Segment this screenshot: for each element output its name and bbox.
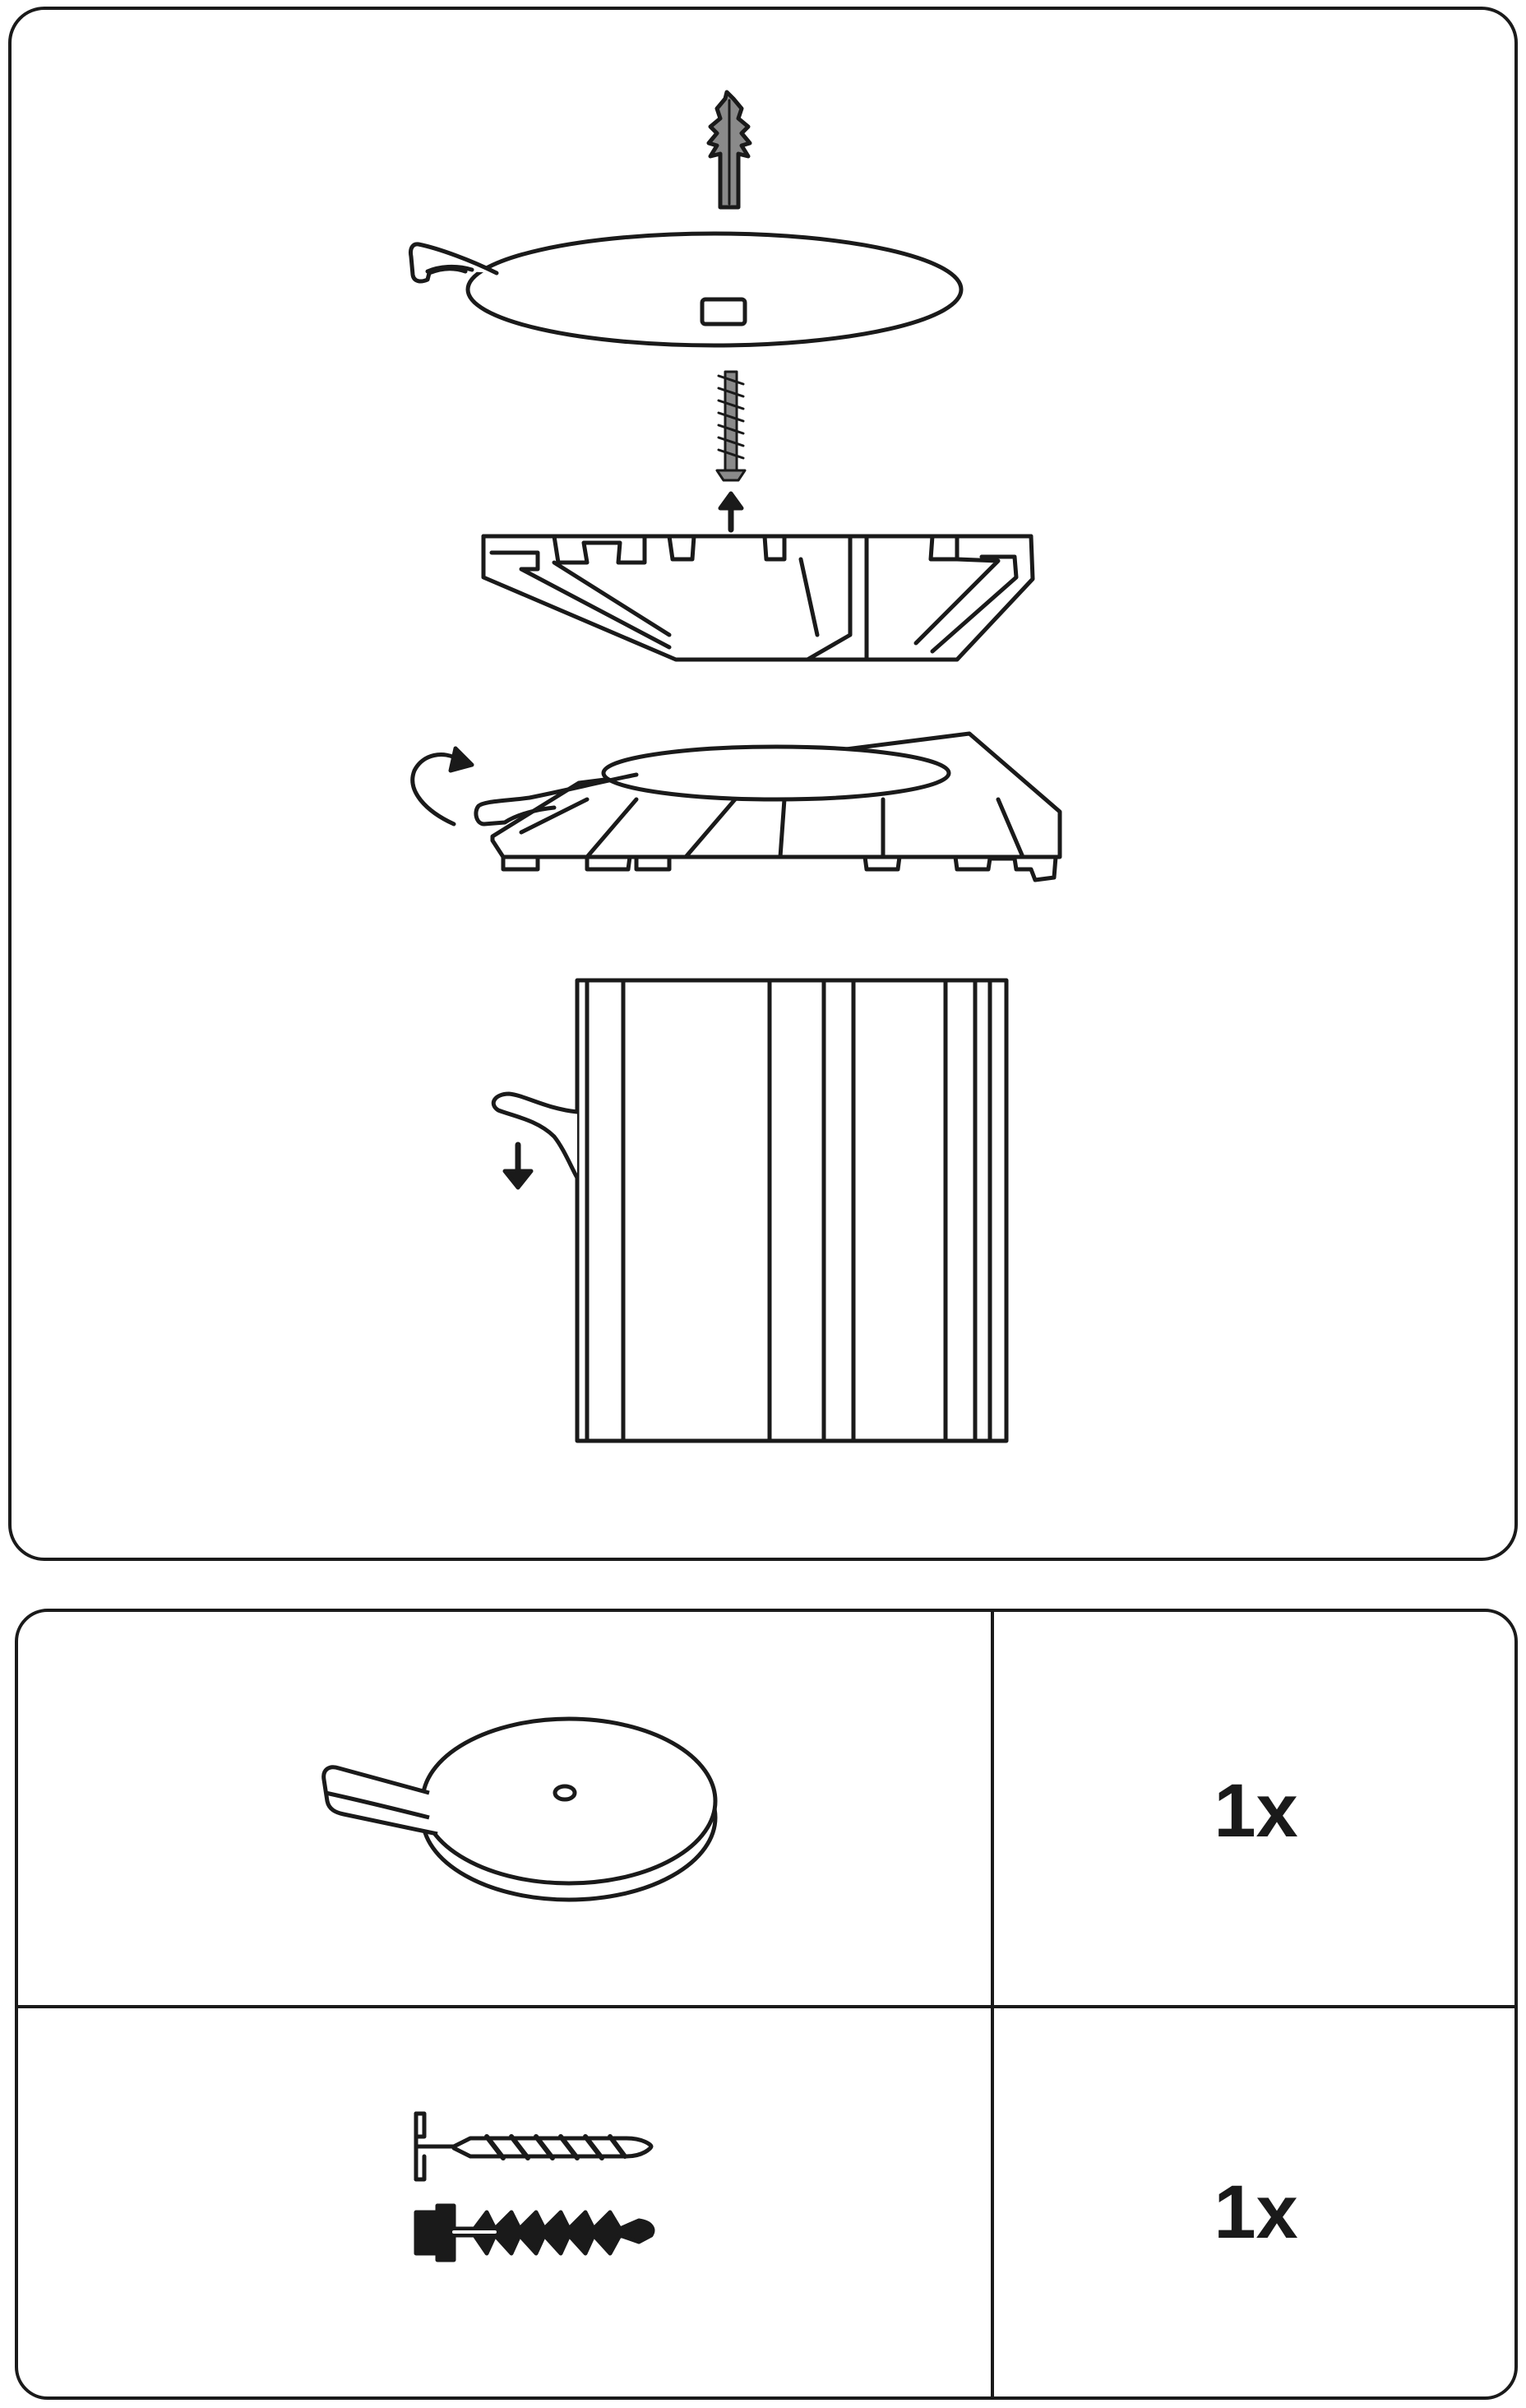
assembly-illustration — [409, 90, 1062, 1443]
plate-in-track-icon — [474, 731, 1062, 882]
mounting-plate-icon — [409, 231, 964, 348]
quantity-mounting-plate: 1x — [1214, 1769, 1298, 1853]
row-divider — [18, 2005, 1514, 2008]
track-profile-icon — [481, 534, 1035, 662]
instruction-panel — [8, 7, 1518, 1561]
parts-table: 1x 1x — [15, 1609, 1518, 2400]
rotate-arrow-icon — [410, 746, 474, 827]
panel-icon — [491, 978, 1009, 1443]
column-divider — [991, 1612, 994, 2396]
screw-and-plug-part-icon — [414, 2111, 655, 2262]
up-arrow-icon — [718, 491, 744, 533]
down-arrow-icon — [502, 1141, 534, 1190]
screw-icon — [715, 370, 747, 482]
quantity-screw-and-plug: 1x — [1214, 2170, 1298, 2254]
wall-plug-icon — [706, 90, 752, 210]
mounting-plate-part-icon — [321, 1716, 718, 1902]
